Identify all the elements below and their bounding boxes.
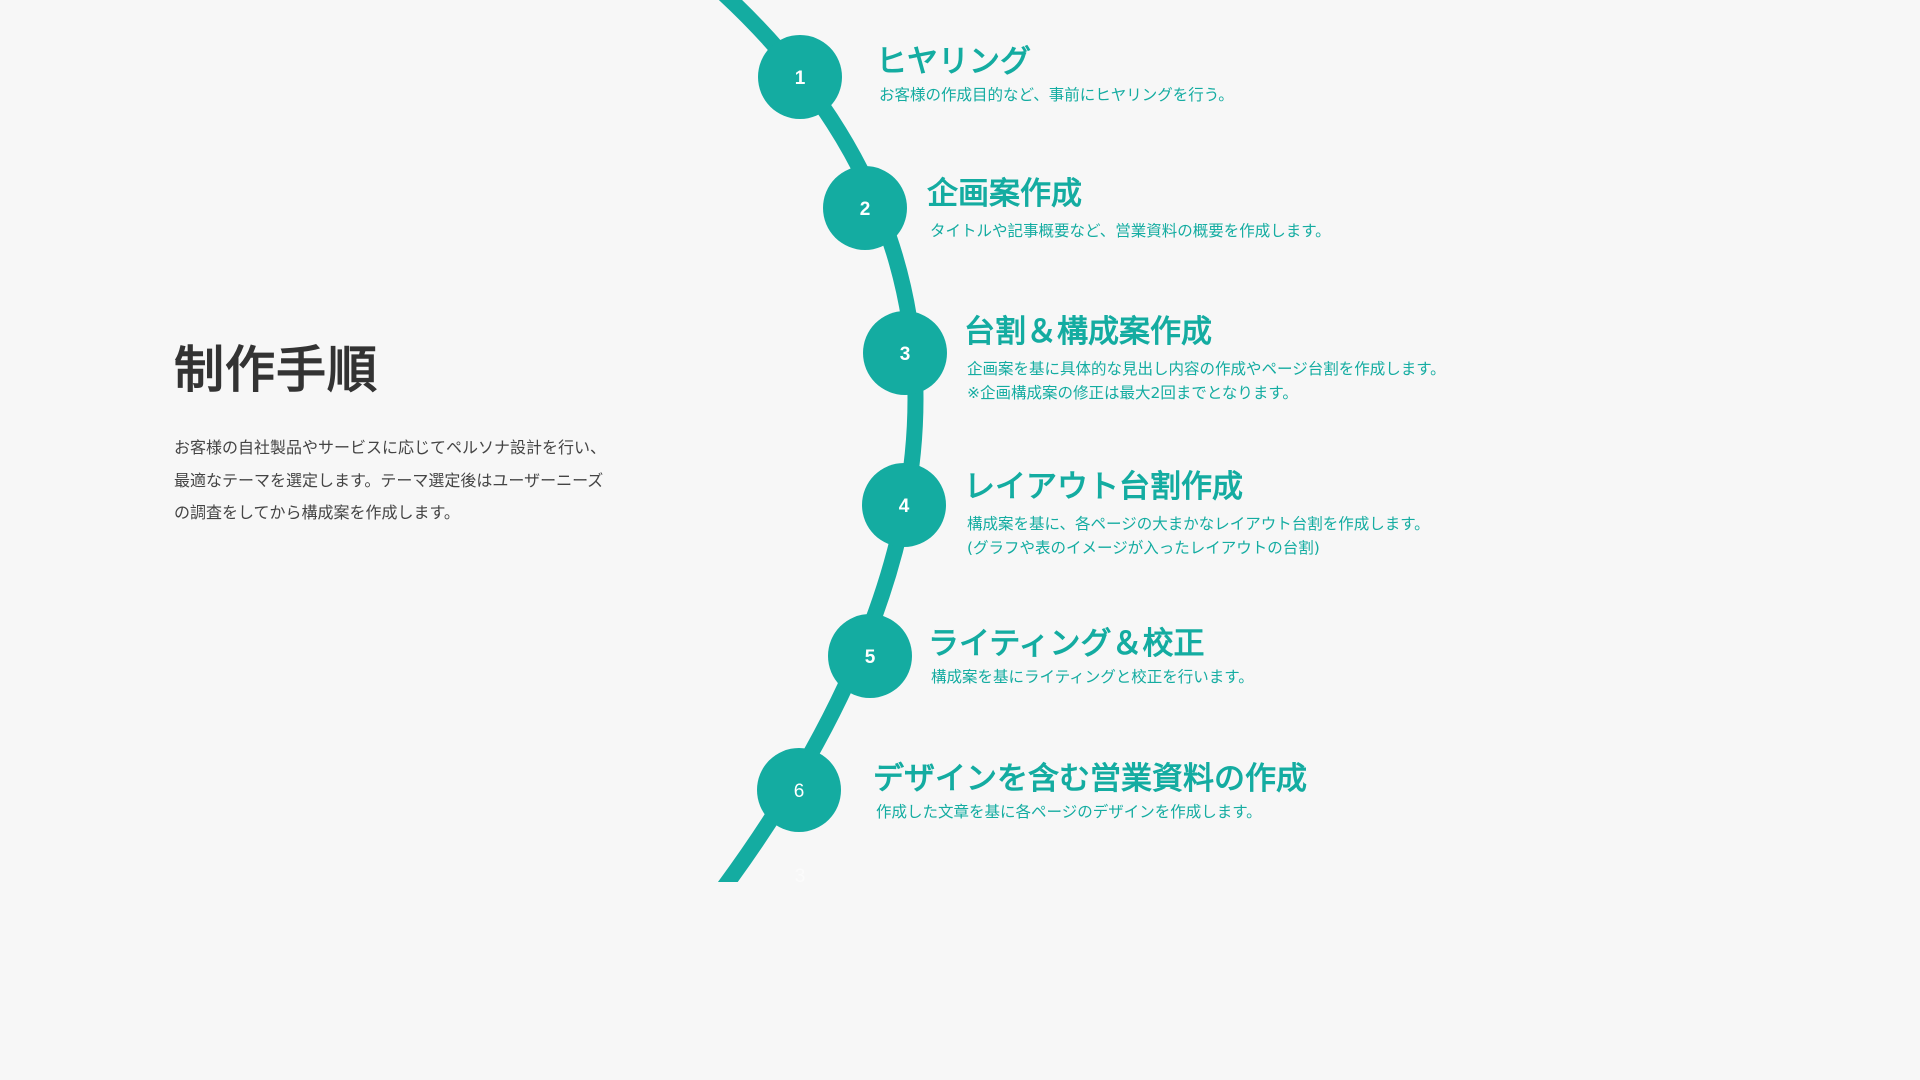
step-marker-4: 4 xyxy=(862,463,946,547)
step-description-line: お客様の作成目的など、事前にヒヤリングを行う。 xyxy=(879,86,1234,104)
step-number: 1 xyxy=(795,68,806,89)
step-description-line: 作成した文章を基に各ページのデザインを作成します。 xyxy=(876,803,1262,821)
step-5: ライティング＆校正 構成案を基にライティングと校正を行います。 xyxy=(928,624,1254,690)
step-title: デザインを含む営業資料の作成 xyxy=(873,761,1307,797)
step-marker-5: 5 xyxy=(828,614,912,698)
step-marker-2: 2 xyxy=(823,166,907,250)
step-circle xyxy=(862,463,946,547)
step-number: 6 xyxy=(794,781,805,802)
intro-description: お客様の自社製品やサービスに応じてペルソナ設計を行い、 最適なテーマを選定します… xyxy=(174,432,654,530)
step-number: 2 xyxy=(860,199,871,220)
step-1: ヒヤリング お客様の作成目的など、事前にヒヤリングを行う。 xyxy=(876,42,1234,108)
step-description: 構成案を基に、各ページの大まかなレイアウト台割を作成します。 (グラフや表のイメ… xyxy=(967,513,1430,560)
intro-section: 制作手順 お客様の自社製品やサービスに応じてペルソナ設計を行い、 最適なテーマを… xyxy=(174,338,654,530)
step-circle xyxy=(757,748,841,832)
step-description-line: 企画案を基に具体的な見出し内容の作成やページ台割を作成します。 xyxy=(967,360,1446,378)
step-title: ライティング＆校正 xyxy=(928,626,1205,662)
step-circle xyxy=(863,311,947,395)
step-description-line: (グラフや表のイメージが入ったレイアウトの台割) xyxy=(967,538,1320,557)
step-number: 5 xyxy=(865,647,876,668)
page-title: 制作手順 xyxy=(174,341,378,399)
step-number: 4 xyxy=(899,496,910,517)
step-description: タイトルや記事概要など、営業資料の概要を作成します。 xyxy=(930,220,1331,244)
step-6: デザインを含む営業資料の作成 作成した文章を基に各ページのデザインを作成します。 xyxy=(873,759,1307,825)
intro-description-line: の調査をしてから構成案を作成します。 xyxy=(174,503,460,522)
timeline-curve xyxy=(717,0,924,882)
step-2: 企画案作成 タイトルや記事概要など、営業資料の概要を作成します。 xyxy=(927,174,1331,244)
intro-description-line: 最適なテーマを選定します。テーマ選定後はユーザーニーズ xyxy=(174,470,604,490)
step-description-line: 構成案を基に、各ページの大まかなレイアウト台割を作成します。 xyxy=(967,515,1430,533)
step-title: 企画案作成 xyxy=(927,176,1082,212)
step-description: 構成案を基にライティングと校正を行います。 xyxy=(931,666,1254,690)
step-circle xyxy=(828,614,912,698)
step-title: ヒヤリング xyxy=(876,44,1031,80)
step-marker-3: 3 xyxy=(863,311,947,395)
faint-step-number: 3 xyxy=(795,866,806,882)
step-description-line: タイトルや記事概要など、営業資料の概要を作成します。 xyxy=(930,222,1331,240)
step-description-line: 構成案を基にライティングと校正を行います。 xyxy=(931,668,1254,686)
step-marker-6: 6 xyxy=(757,748,841,832)
step-4: レイアウト台割作成 構成案を基に、各ページの大まかなレイアウト台割を作成します。… xyxy=(964,467,1430,560)
step-circle xyxy=(823,166,907,250)
intro-description-line: お客様の自社製品やサービスに応じてペルソナ設計を行い、 xyxy=(174,438,607,457)
step-number: 3 xyxy=(900,344,911,365)
step-marker-1: 1 xyxy=(758,35,842,119)
step-3: 台割＆構成案作成 企画案を基に具体的な見出し内容の作成やページ台割を作成します。… xyxy=(964,312,1446,405)
step-title: レイアウト台割作成 xyxy=(964,469,1243,505)
step-title: 台割＆構成案作成 xyxy=(964,314,1212,350)
step-circle xyxy=(758,35,842,119)
step-description-line: ※企画構成案の修正は最大2回までとなります。 xyxy=(967,383,1298,402)
process-timeline: 1 2 3 4 5 6 3 xyxy=(717,0,947,882)
step-description: 企画案を基に具体的な見出し内容の作成やページ台割を作成します。 ※企画構成案の修… xyxy=(967,358,1446,405)
step-description: お客様の作成目的など、事前にヒヤリングを行う。 xyxy=(879,84,1234,108)
step-description: 作成した文章を基に各ページのデザインを作成します。 xyxy=(876,801,1307,825)
